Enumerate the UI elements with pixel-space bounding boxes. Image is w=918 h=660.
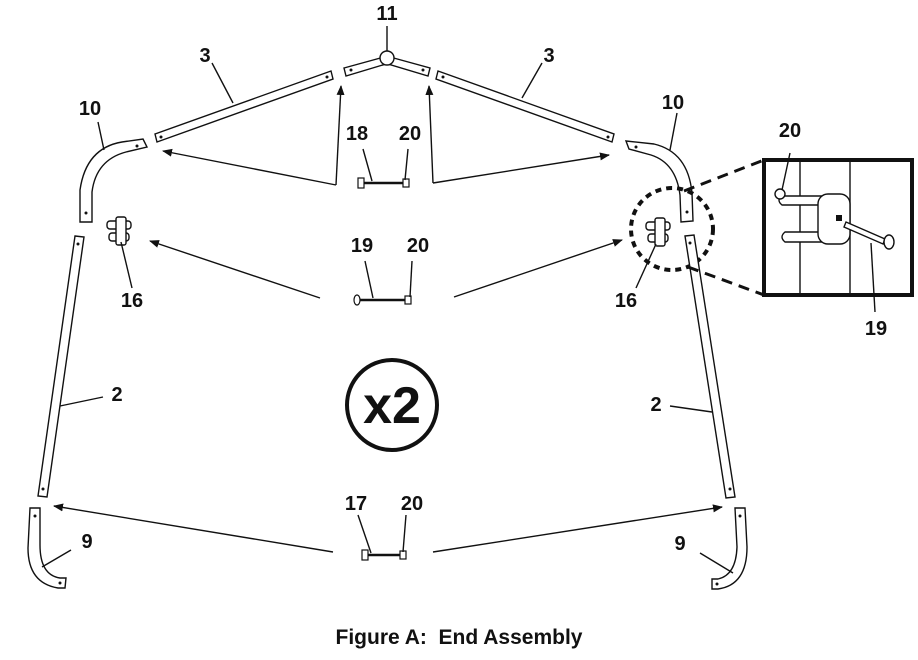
corner-elbow-10-left xyxy=(79,121,149,223)
hardware-19-20 xyxy=(149,239,623,306)
rafter-3-right xyxy=(435,62,615,143)
detail-inset xyxy=(683,152,914,313)
label-part-16-right: 16 xyxy=(615,290,637,312)
label-part-19-mid: 19 xyxy=(351,235,373,257)
label-part-2-left: 2 xyxy=(111,384,122,406)
label-part-10-right: 10 xyxy=(662,92,684,114)
multiplier-text: x2 xyxy=(363,377,421,435)
label-detail-19: 19 xyxy=(865,318,887,340)
label-part-18: 18 xyxy=(346,123,368,145)
label-part-2-right: 2 xyxy=(650,394,661,416)
foot-9-right xyxy=(699,507,748,590)
label-part-20-mid: 20 xyxy=(407,235,429,257)
label-part-3-left: 3 xyxy=(199,45,210,67)
label-part-11: 11 xyxy=(376,3,397,25)
label-part-10-left: 10 xyxy=(79,98,101,120)
quantity-multiplier: x2 xyxy=(345,358,439,452)
label-part-9-right: 9 xyxy=(674,533,685,555)
hardware-17-20 xyxy=(53,503,723,561)
label-part-3-right: 3 xyxy=(543,45,554,67)
figure-caption: Figure A: End Assembly xyxy=(335,626,583,649)
label-part-20-top: 20 xyxy=(399,123,421,145)
rafter-3-left xyxy=(154,62,334,143)
label-part-16-left: 16 xyxy=(121,290,143,312)
leg-2-left xyxy=(37,235,104,498)
label-part-17: 17 xyxy=(345,493,367,515)
foot-9-left xyxy=(27,507,72,589)
hardware-18-20 xyxy=(162,85,610,189)
label-detail-20: 20 xyxy=(779,120,801,142)
label-part-9-left: 9 xyxy=(81,531,92,553)
bracket-16-left xyxy=(106,216,133,289)
peak-connector-11 xyxy=(343,26,431,77)
label-part-20-bottom: 20 xyxy=(401,493,423,515)
bracket-16-right xyxy=(629,186,715,289)
corner-elbow-10-right xyxy=(624,112,694,223)
leg-2-right xyxy=(669,234,736,499)
